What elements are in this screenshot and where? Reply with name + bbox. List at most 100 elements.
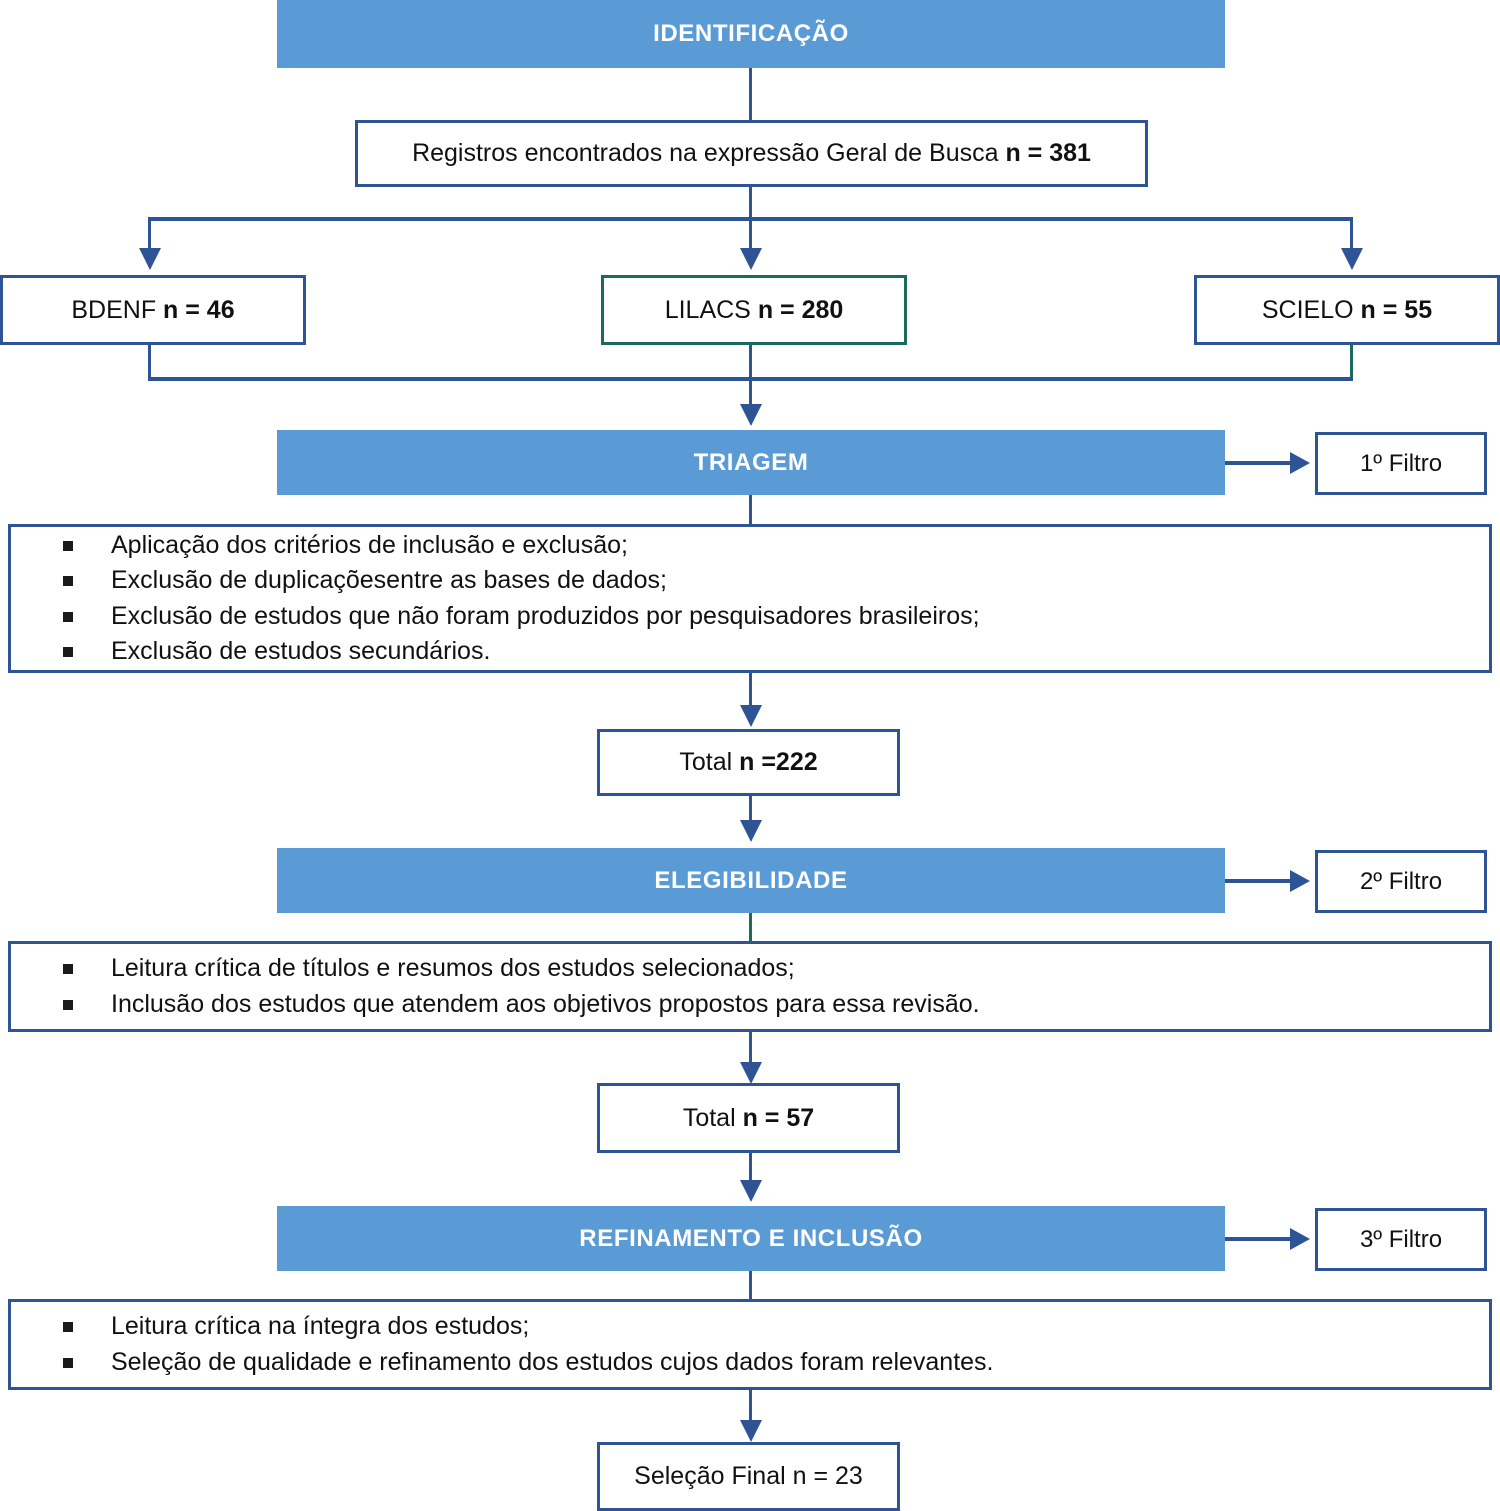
merge-drop-bdenf <box>148 345 151 380</box>
lilacs-text: LILACS n = 280 <box>665 296 844 325</box>
list-item: Seleção de qualidade e refinamento dos e… <box>11 1345 1489 1381</box>
arrowhead-to-filtro3 <box>1290 1228 1310 1250</box>
merge-drop-scielo <box>1350 345 1353 380</box>
drop-to-scielo <box>1350 217 1353 255</box>
criteria-triagem-list: Aplicação dos critérios de inclusão e ex… <box>11 528 1489 670</box>
box-database-lilacs: LILACS n = 280 <box>601 275 907 345</box>
stage-label-refinamento: REFINAMENTO E INCLUSÃO <box>579 1224 923 1252</box>
bdenf-label: BDENF <box>71 295 164 324</box>
list-item: Exclusão de estudos que não foram produz… <box>11 599 1489 635</box>
criteria-text: Seleção de qualidade e refinamento dos e… <box>111 1347 994 1376</box>
criteria-text: Inclusão dos estudos que atendem aos obj… <box>111 989 980 1018</box>
stage-header-triagem: TRIAGEM <box>277 430 1225 495</box>
criteria-refinamento-list: Leitura crítica na íntegra dos estudos; … <box>11 1309 1489 1380</box>
criteria-text: Exclusão de estudos secundários. <box>111 637 491 665</box>
arrowhead-to-bdenf <box>139 248 161 270</box>
arrowhead-to-lilacs <box>740 248 762 270</box>
connector-criteria-to-total57 <box>749 1032 752 1070</box>
registros-label: Registros encontrados na expressão Geral… <box>412 139 1006 167</box>
arrowhead-to-filtro1 <box>1290 452 1310 474</box>
arrowhead-to-scielo <box>1341 248 1363 270</box>
bullet-square-icon <box>63 576 73 586</box>
filtro2-label: 2º Filtro <box>1359 867 1443 895</box>
criteria-text: Leitura crítica na íntegra dos estudos; <box>111 1312 530 1340</box>
connector-criteria-to-selecao-final <box>749 1390 752 1428</box>
connector-identificacao-to-registros <box>749 68 752 122</box>
arrowhead-to-selecao-final <box>740 1420 762 1442</box>
connector-criteria-to-total222 <box>749 673 752 711</box>
connector-refinamento-to-filtro3 <box>1225 1237 1295 1241</box>
bullet-square-icon <box>63 540 73 551</box>
arrowhead-to-elegibilidade <box>740 820 762 842</box>
box-database-scielo: SCIELO n = 55 <box>1194 275 1500 345</box>
panel-criteria-triagem: Aplicação dos critérios de inclusão e ex… <box>8 524 1492 673</box>
connector-total222-to-elegibilidade <box>749 796 752 826</box>
connector-total57-to-refinamento <box>749 1153 752 1185</box>
selecao-final-text: Seleção Final n = 23 <box>634 1462 863 1490</box>
criteria-elegibilidade-list: Leitura crítica de títulos e resumos dos… <box>11 951 1489 1022</box>
connector-registros-down <box>749 187 752 219</box>
stage-label-elegibilidade: ELEGIBILIDADE <box>654 866 848 894</box>
bullet-square-icon <box>63 611 73 622</box>
list-item: Exclusão de duplicaçõesentre as bases de… <box>11 563 1489 599</box>
bullet-square-icon <box>63 1357 73 1368</box>
bullet-square-icon <box>63 999 73 1010</box>
box-total-triagem: Total n =222 <box>597 729 900 796</box>
filtro3-label: 3º Filtro <box>1359 1225 1443 1253</box>
scielo-text: SCIELO n = 55 <box>1262 296 1432 325</box>
scielo-label: SCIELO <box>1261 295 1361 324</box>
filtro1-label: 1º Filtro <box>1359 449 1443 477</box>
connector-elegibilidade-to-filtro2 <box>1225 879 1295 883</box>
arrowhead-to-filtro2 <box>1290 870 1310 892</box>
bullet-square-icon <box>63 1322 73 1332</box>
list-item: Exclusão de estudos secundários. <box>11 634 1489 670</box>
total57-label: Total <box>682 1103 743 1132</box>
panel-criteria-elegibilidade: Leitura crítica de títulos e resumos dos… <box>8 941 1492 1032</box>
stage-label-triagem: TRIAGEM <box>693 448 809 476</box>
total57-value: n = 57 <box>742 1103 815 1132</box>
criteria-text: Exclusão de duplicaçõesentre as bases de… <box>111 566 667 594</box>
criteria-text: Aplicação dos critérios de inclusão e ex… <box>111 530 628 559</box>
total222-text: Total n =222 <box>679 748 817 777</box>
lilacs-value: n = 280 <box>757 295 844 324</box>
stage-header-refinamento: REFINAMENTO E INCLUSÃO <box>277 1206 1225 1271</box>
arrowhead-to-total57 <box>740 1062 762 1084</box>
drop-to-bdenf <box>148 217 151 255</box>
box-filtro-1: 1º Filtro <box>1315 432 1487 495</box>
bullet-square-icon <box>63 964 73 974</box>
registros-text: Registros encontrados na expressão Geral… <box>412 139 1091 168</box>
box-filtro-3: 3º Filtro <box>1315 1208 1487 1271</box>
registros-value: n = 381 <box>1005 139 1091 167</box>
bdenf-value: n = 46 <box>163 295 235 324</box>
stage-header-identificacao: IDENTIFICAÇÃO <box>277 0 1225 68</box>
scielo-value: n = 55 <box>1360 295 1433 324</box>
panel-criteria-refinamento: Leitura crítica na íntegra dos estudos; … <box>8 1299 1492 1390</box>
lilacs-label: LILACS <box>664 295 758 324</box>
arrowhead-to-total222 <box>740 705 762 727</box>
box-selecao-final: Seleção Final n = 23 <box>597 1442 900 1511</box>
box-filtro-2: 2º Filtro <box>1315 850 1487 913</box>
criteria-text: Leitura crítica de títulos e resumos dos… <box>111 954 795 982</box>
list-item: Aplicação dos critérios de inclusão e ex… <box>11 528 1489 564</box>
arrowhead-to-refinamento <box>740 1180 762 1202</box>
connector-elegibilidade-to-criteria <box>749 913 752 943</box>
connector-triagem-to-filtro1 <box>1225 461 1295 465</box>
merge-drop-lilacs <box>749 345 752 410</box>
stage-header-elegibilidade: ELEGIBILIDADE <box>277 848 1225 913</box>
total57-text: Total n = 57 <box>683 1104 814 1133</box>
criteria-text: Exclusão de estudos que não foram produz… <box>111 601 980 630</box>
box-database-bdenf: BDENF n = 46 <box>0 275 306 345</box>
list-item: Leitura crítica de títulos e resumos dos… <box>11 951 1489 987</box>
box-registros-gerais: Registros encontrados na expressão Geral… <box>355 120 1148 187</box>
bdenf-text: BDENF n = 46 <box>71 296 234 325</box>
drop-to-lilacs <box>749 217 752 255</box>
box-total-elegibilidade: Total n = 57 <box>597 1083 900 1153</box>
bullet-square-icon <box>63 647 73 657</box>
total222-value: n =222 <box>739 748 818 776</box>
connector-triagem-to-criteria <box>749 495 752 525</box>
arrowhead-to-triagem <box>740 404 762 426</box>
total222-label: Total <box>679 748 740 776</box>
list-item: Inclusão dos estudos que atendem aos obj… <box>11 987 1489 1023</box>
stage-label-identificacao: IDENTIFICAÇÃO <box>653 20 849 47</box>
